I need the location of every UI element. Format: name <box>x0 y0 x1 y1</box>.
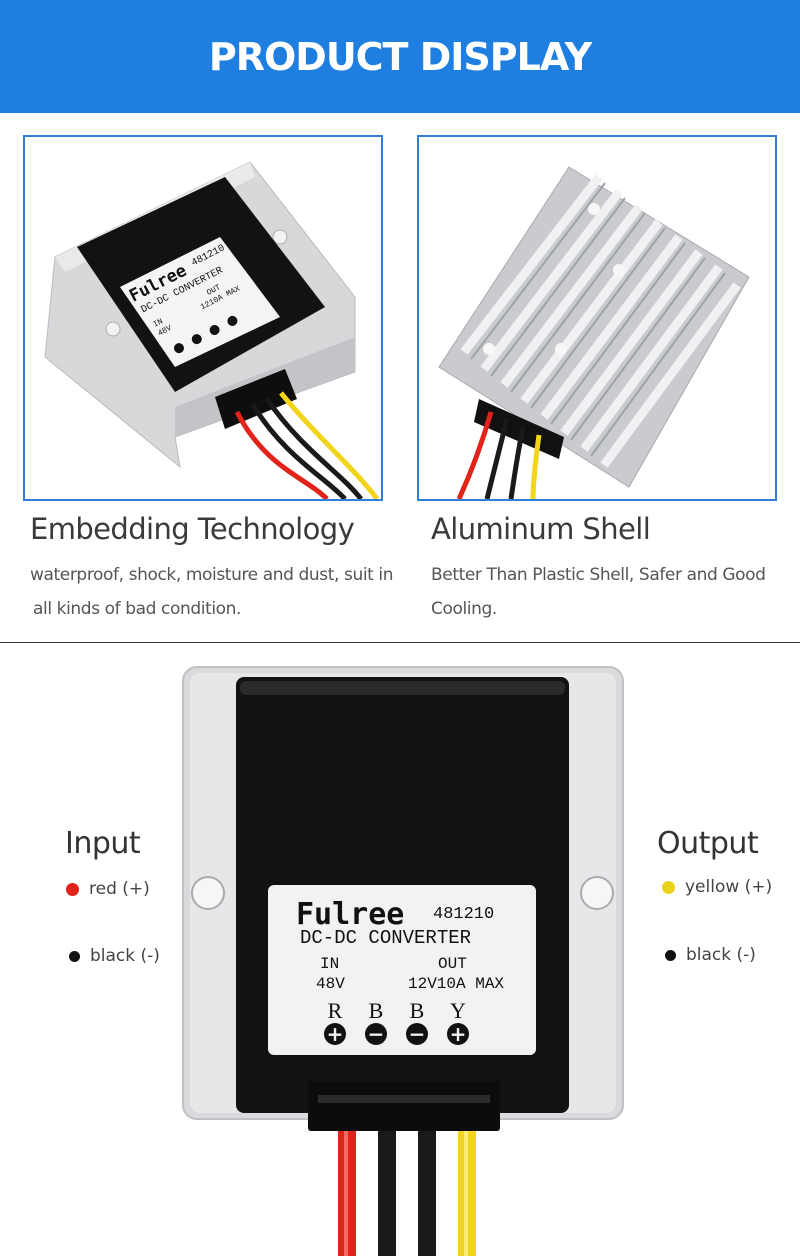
plus-terminal-icon: + <box>447 1023 469 1045</box>
feature-desc-line: waterproof, shock, moisture and dust, su… <box>30 565 394 585</box>
black-dot-icon <box>69 950 80 962</box>
output-title: Output <box>657 826 759 861</box>
feature-desc-line: all kinds of bad condition. <box>33 599 242 619</box>
output-wire-yellow: yellow (+) <box>662 877 772 897</box>
header-banner: PRODUCT DISPLAY <box>0 0 800 113</box>
red-dot-icon <box>66 882 79 896</box>
minus-terminal-icon: − <box>406 1023 428 1045</box>
yellow-dot-icon <box>662 880 675 894</box>
feature-desc-line: Cooling. <box>431 599 497 619</box>
product-photo-heatsink <box>417 135 777 501</box>
wire-label: black (-) <box>686 945 756 965</box>
wire-label: black (-) <box>90 946 160 966</box>
black-dot-icon <box>665 949 676 961</box>
terminal-letter: B <box>368 998 384 1023</box>
wire-label: yellow (+) <box>685 877 773 897</box>
label-out: OUT <box>438 955 467 973</box>
section-divider <box>0 642 800 643</box>
plus-terminal-icon: + <box>324 1023 346 1045</box>
feature-desc-embedding: waterproof, shock, moisture and dust, su… <box>30 558 394 626</box>
feature-desc-line: Better Than Plastic Shell, Safer and Goo… <box>431 565 766 585</box>
small-label-in: IN <box>152 317 165 329</box>
feature-title-embedding: Embedding Technology <box>30 512 355 546</box>
label-in-value: 48V <box>316 975 345 993</box>
converter-front-illustration: Fulree 481210 DC-DC CONVERTER IN 48V OUT… <box>44 161 380 499</box>
page-title: PRODUCT DISPLAY <box>208 34 592 79</box>
label-out-value: 12V10A MAX <box>408 975 505 993</box>
terminal-letter: R <box>327 998 343 1023</box>
product-photo-front-angle: Fulree 481210 DC-DC CONVERTER IN 48V OUT… <box>23 135 383 501</box>
wire-label: red (+) <box>89 879 150 899</box>
feature-desc-aluminum: Better Than Plastic Shell, Safer and Goo… <box>431 558 766 626</box>
input-title: Input <box>65 826 141 861</box>
input-wire-red: red (+) <box>66 879 150 899</box>
minus-terminal-icon: − <box>365 1023 387 1045</box>
label-brand: Fulree <box>296 897 405 932</box>
product-label: Fulree 481210 DC-DC CONVERTER IN 48V OUT… <box>268 885 536 1055</box>
output-wire-black: black (-) <box>665 945 756 965</box>
heatsink-illustration <box>438 166 750 499</box>
label-in: IN <box>320 955 340 973</box>
feature-title-aluminum: Aluminum Shell <box>431 512 651 546</box>
input-wire-black: black (-) <box>69 946 160 966</box>
terminal-letter: B <box>409 998 425 1023</box>
label-model: 481210 <box>433 905 495 924</box>
label-subtitle: DC-DC CONVERTER <box>300 927 472 949</box>
terminal-letter: Y <box>450 998 466 1023</box>
